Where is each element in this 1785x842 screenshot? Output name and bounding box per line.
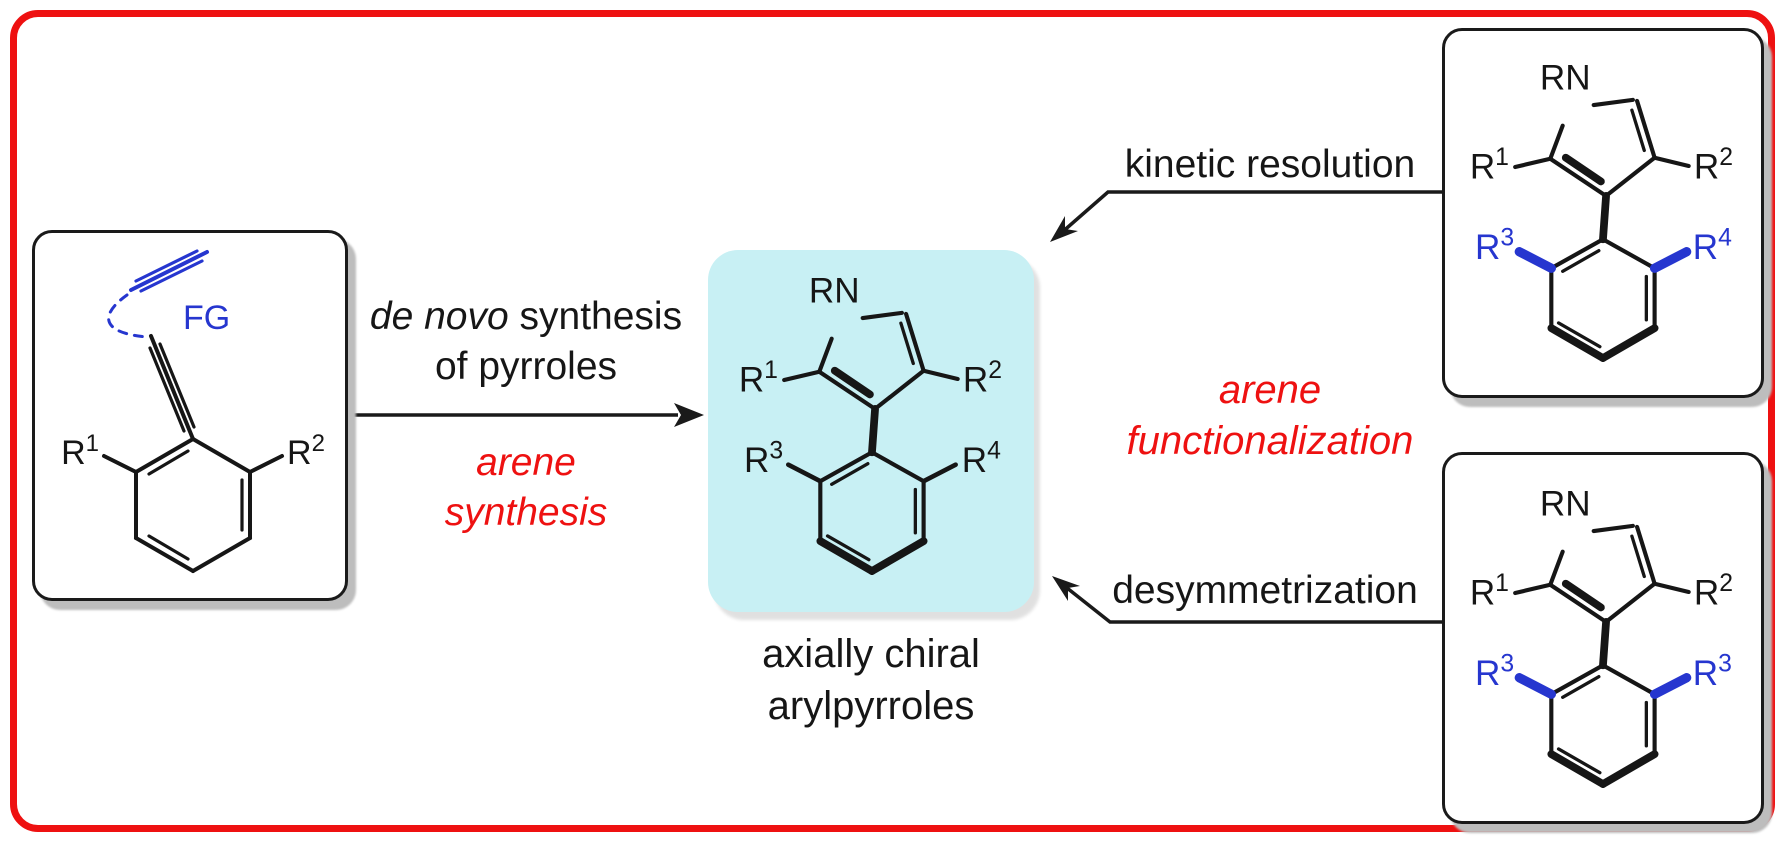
r3-left-label: R3 — [1475, 651, 1514, 693]
desym-panel: RN R1 R2 R3 R3 — [1442, 452, 1764, 824]
kinetic-structure: RN R1 R2 R3 R4 — [1470, 59, 1733, 362]
product-caption-line2: arylpyrroles — [767, 684, 975, 728]
r1-label: R1 — [61, 430, 99, 472]
kinetic-resolution-arrow — [1050, 190, 1448, 242]
de-novo-rest: synthesis — [508, 295, 683, 338]
arene-functionalization-line1: arene — [1218, 368, 1322, 412]
kinetic-resolution-label: kinetic resolution — [1124, 143, 1416, 186]
r2-label: R2 — [1694, 144, 1733, 186]
n-substituent-label: RN — [809, 272, 860, 311]
r3-right-label: R3 — [1693, 651, 1732, 693]
de-novo-italic: de novo — [369, 295, 509, 338]
r4-label: R4 — [962, 438, 1001, 480]
desym-structure: RN R1 R2 R3 R3 — [1470, 485, 1733, 788]
product-highlight-box: RN R1 R2 R3 R4 — [708, 250, 1034, 612]
arene-synthesis-line2: synthesis — [444, 490, 608, 534]
kinetic-bonds — [1513, 97, 1692, 362]
desymmetrization-label: desymmetrization — [1112, 569, 1418, 612]
r3-label: R3 — [1475, 225, 1514, 267]
arene-synthesis-line1: arene — [476, 441, 576, 484]
arene-synthesis-label: arene synthesis — [336, 438, 716, 538]
r2-label: R2 — [1694, 570, 1733, 612]
r1-label: R1 — [1470, 570, 1509, 612]
product-caption-line1: axially chiral — [762, 632, 980, 676]
r2-label: R2 — [963, 357, 1002, 399]
de-novo-label: de novo synthesis of pyrroles — [336, 292, 716, 392]
fg-label: FG — [183, 299, 230, 337]
product-bonds — [782, 310, 960, 575]
r1-label: R1 — [1470, 144, 1509, 186]
precursor-bonds — [102, 249, 284, 573]
n-substituent-label: RN — [1540, 485, 1591, 524]
r1-label: R1 — [739, 357, 778, 399]
precursor-panel: R1 R2 FG — [32, 230, 348, 601]
product-structure: RN R1 R2 R3 R4 — [739, 272, 1002, 575]
n-substituent-label: RN — [1540, 59, 1591, 98]
precursor-structure: R1 R2 FG — [61, 249, 325, 573]
kinetic-panel: RN R1 R2 R3 R4 — [1442, 28, 1764, 398]
product-caption: axially chiral arylpyrroles — [666, 628, 1076, 732]
r3-label: R3 — [744, 438, 783, 480]
arene-functionalization-label: arene functionalization — [1050, 365, 1490, 467]
desym-bonds — [1513, 523, 1692, 788]
de-novo-arrow — [352, 403, 704, 427]
r4-label: R4 — [1693, 225, 1732, 267]
r2-label: R2 — [287, 430, 325, 472]
de-novo-line2: of pyrroles — [434, 344, 618, 388]
arene-functionalization-line2: functionalization — [1126, 419, 1414, 464]
